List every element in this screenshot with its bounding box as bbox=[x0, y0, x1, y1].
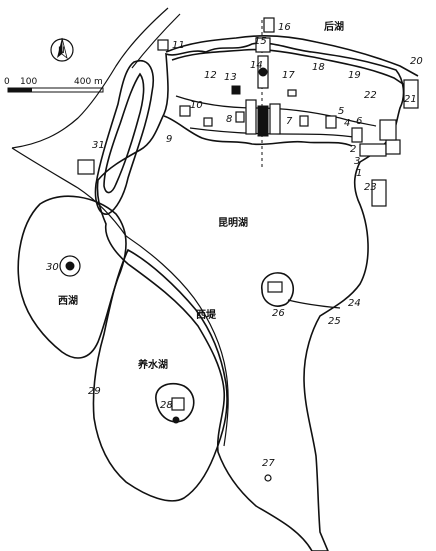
site-label-7: 7 bbox=[286, 116, 293, 127]
northwest-road bbox=[11, 7, 169, 149]
site-label-9: 9 bbox=[166, 134, 172, 145]
scale-label-0: 0 bbox=[4, 77, 10, 87]
scale-label-100: 100 bbox=[20, 77, 37, 87]
site-label-1: 1 bbox=[356, 168, 362, 179]
site-label-17: 17 bbox=[282, 70, 295, 81]
island-30 bbox=[59, 255, 81, 277]
northwest-road-2 bbox=[131, 13, 181, 69]
kunming-lake-label: 昆明湖 bbox=[218, 216, 248, 229]
site-label-15: 15 bbox=[254, 36, 267, 47]
scale-bar: 0 100 400 m bbox=[4, 77, 104, 93]
scale-label-400m: 400 m bbox=[74, 77, 103, 87]
site-label-26: 26 bbox=[272, 308, 285, 319]
west-lake-label: 西湖 bbox=[58, 294, 78, 307]
back-lake-label: 后湖 bbox=[324, 20, 344, 33]
site-label-3: 3 bbox=[354, 156, 360, 167]
site-label-24: 24 bbox=[348, 298, 361, 309]
back-lake-channel bbox=[165, 35, 419, 77]
yangshui-lake-label: 养水湖 bbox=[137, 358, 168, 371]
bridge-26 bbox=[287, 299, 341, 309]
site-label-16: 16 bbox=[278, 22, 291, 33]
site-label-30: 30 bbox=[46, 262, 59, 273]
site-label-22: 22 bbox=[364, 90, 377, 101]
site-label-11: 11 bbox=[172, 40, 185, 51]
northwest-ring-inner bbox=[103, 72, 145, 194]
site-label-2: 2 bbox=[350, 144, 356, 155]
island-26 bbox=[261, 272, 295, 307]
west-causeway-label: 西堤 bbox=[196, 308, 217, 321]
kunming-lake-shore bbox=[96, 42, 405, 551]
site-label-31: 31 bbox=[92, 140, 105, 151]
site-label-14: 14 bbox=[250, 60, 263, 71]
west-road bbox=[11, 147, 127, 237]
site-label-28: 28 bbox=[160, 400, 173, 411]
site-label-20: 20 bbox=[410, 56, 423, 67]
long-corridor bbox=[189, 127, 361, 139]
buildings-north bbox=[77, 17, 419, 207]
site-label-21: 21 bbox=[404, 94, 417, 105]
west-causeway bbox=[125, 235, 229, 447]
site-label-23: 23 bbox=[364, 182, 377, 193]
site-label-4: 4 bbox=[344, 118, 350, 129]
back-lake-channel-south bbox=[171, 48, 413, 91]
site-label-19: 19 bbox=[348, 70, 361, 81]
west-lake-shore bbox=[17, 195, 127, 359]
north-shore-wavy bbox=[163, 115, 353, 147]
north-arrow-letter: N bbox=[58, 46, 65, 56]
site-label-12: 12 bbox=[204, 70, 217, 81]
site-label-18: 18 bbox=[312, 62, 325, 73]
site-label-10: 10 bbox=[190, 100, 203, 111]
north-arrow bbox=[50, 37, 74, 62]
site-label-25: 25 bbox=[328, 316, 341, 327]
island-27 bbox=[264, 474, 272, 482]
island-28 bbox=[155, 382, 195, 424]
site-label-29: 29 bbox=[88, 386, 101, 397]
site-label-6: 6 bbox=[356, 116, 362, 127]
yangshui-lake-shore bbox=[92, 248, 228, 502]
north-shore-path bbox=[175, 95, 377, 127]
site-label-5: 5 bbox=[338, 106, 344, 117]
site-label-8: 8 bbox=[226, 114, 232, 125]
site-label-27: 27 bbox=[262, 458, 275, 469]
site-label-13: 13 bbox=[224, 72, 237, 83]
